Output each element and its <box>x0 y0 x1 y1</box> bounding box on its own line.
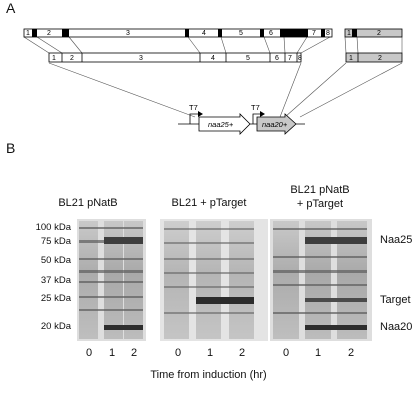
mapping-lines <box>23 36 403 118</box>
target-band-gel2 <box>196 297 254 304</box>
naa20-band-gel3 <box>305 325 367 330</box>
marker-20kda: 20 kDa <box>40 321 71 332</box>
plasmid-construct: T7 T7 naa25+ naa20+ <box>178 103 305 135</box>
marker-75kda: 75 kDa <box>40 236 71 247</box>
lane-label-gel2-2: 2 <box>238 347 246 359</box>
panel-b-label: B <box>6 140 16 156</box>
naa25-gene-arrow <box>198 113 251 135</box>
seg-top-8: 8 <box>326 30 330 37</box>
band-label-target: Target <box>380 294 411 306</box>
seg-top-3: 3 <box>126 30 130 37</box>
gel-title-3: BL21 pNatB + pTarget <box>290 184 350 210</box>
band-label-naa20: Naa20 <box>380 321 413 333</box>
seg-mid-7: 7 <box>288 55 292 62</box>
naa25-band-gel3 <box>305 237 367 244</box>
lane-label-gel2-0: 0 <box>174 347 182 359</box>
gel-title-1: BL21 pNatB <box>58 197 118 209</box>
naa20-band-gel1 <box>104 325 143 330</box>
lane-label-gel3-2: 2 <box>347 347 355 359</box>
seg-mid-8: 8 <box>298 55 302 62</box>
seg-top-2: 2 <box>47 30 51 37</box>
band-label-naa25: Naa25 <box>380 234 413 246</box>
marker-100kda: 100 kDa <box>35 222 71 233</box>
marker-37kda: 37 kDa <box>40 275 71 286</box>
gel-1 <box>77 219 146 341</box>
seg-mid-1: 1 <box>52 55 56 62</box>
gene-construct-diagram: 1 2 3 4 5 6 7 8 1 2 1 2 3 4 5 6 7 8 1 2 … <box>23 28 403 135</box>
seg-mid-2: 2 <box>70 55 74 62</box>
naa20-cdna-row <box>345 52 403 63</box>
naa25-cdna-row <box>48 52 302 63</box>
seg-top-7: 7 <box>312 30 316 37</box>
seg-top-1: 1 <box>26 30 30 37</box>
seg-gray-top-1: 1 <box>347 30 351 37</box>
naa20-genomic-row <box>344 28 403 38</box>
seg-mid-5: 5 <box>246 55 250 62</box>
top-segment-labels: 1 2 3 4 5 6 7 8 1 2 <box>26 30 381 37</box>
seg-mid-3: 3 <box>139 55 143 62</box>
seg-mid-4: 4 <box>211 55 215 62</box>
lane-label-gel2-1: 1 <box>206 347 214 359</box>
gel-3 <box>270 219 372 341</box>
t7-promoter-2-label: T7 <box>251 103 260 112</box>
lane-label-gel3-1: 1 <box>314 347 322 359</box>
seg-top-6: 6 <box>269 30 273 37</box>
marker-50kda: 50 kDa <box>40 255 71 266</box>
mid-segment-labels: 1 2 3 4 5 6 7 8 1 2 <box>52 55 382 62</box>
seg-gray-top-2: 2 <box>377 30 381 37</box>
naa20-gene-arrow <box>256 113 297 135</box>
naa25-band-gel1 <box>104 237 143 244</box>
lane-label-gel1-1: 1 <box>108 347 116 359</box>
naa20-gene-label: naa20+ <box>262 120 288 129</box>
seg-top-5: 5 <box>239 30 243 37</box>
seg-gray-mid-2: 2 <box>378 55 382 62</box>
seg-mid-6: 6 <box>275 55 279 62</box>
gel-2 <box>160 219 268 341</box>
seg-top-4: 4 <box>202 30 206 37</box>
panel-a-label: A <box>6 0 16 16</box>
naa25-gene-label: naa25+ <box>208 120 234 129</box>
gel-title-2: BL21 + pTarget <box>171 197 247 209</box>
seg-gray-mid-1: 1 <box>349 55 353 62</box>
lane-label-gel3-0: 0 <box>282 347 290 359</box>
lane-label-gel1-2: 2 <box>130 347 138 359</box>
t7-promoter-1-label: T7 <box>189 103 198 112</box>
x-axis-caption: Time from induction (hr) <box>150 369 267 381</box>
lane-label-gel1-0: 0 <box>85 347 93 359</box>
target-band-gel3 <box>305 298 367 302</box>
marker-25kda: 25 kDa <box>40 293 71 304</box>
naa25-genomic-row <box>23 28 333 38</box>
